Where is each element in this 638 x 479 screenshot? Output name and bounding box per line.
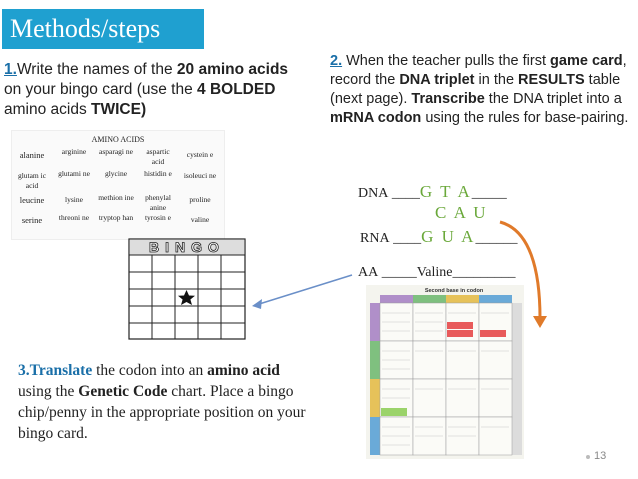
dna-line: DNA ____G T A_____ [358,182,507,202]
page-number: 13 [594,450,607,462]
dna-triplet: G T A [419,182,472,201]
slide-title: Methods/steps [2,9,204,49]
amino-cell: methion ine [98,193,134,202]
free-space-star-icon [178,290,195,305]
step2-part: When the teacher pulls the first [342,53,551,69]
complement-codon: C A U [435,203,488,222]
amino-table-title: AMINO ACIDS [91,135,145,144]
step2-bold: mRNA codon [330,110,422,126]
step2-part: table (next page). [330,72,621,107]
amino-cell: leucine [19,195,45,205]
bingo-to-aa-arrow [255,274,353,306]
amino-cell: threoni ne [58,213,90,222]
code-chart-title: Second base in codon [425,288,484,294]
amino-acid-table: AMINO ACIDS alanine arginine asparagi ne… [11,130,225,240]
step3-part: chart. Place a bingo chip/penny in the a… [18,383,306,442]
amino-cell: phenylal anine [145,193,171,212]
amino-cell: asparagi ne [99,147,133,156]
step1-text: 1.Write the names of the 20 amino acids … [4,60,304,120]
blank: ____ [393,231,422,246]
orange-arrowhead-icon [533,316,547,328]
rna-line: RNA ____G U A______ [360,227,517,247]
step2-number: 2. [330,53,343,69]
amino-cell: isoleuci ne [183,171,217,180]
step2-part: , record the [330,53,627,88]
amino-cell: glutam ic acid [17,171,47,190]
amino-cell: glutami ne [58,169,90,178]
step2-part: the DNA triplet into a [484,91,622,107]
step3-text: 3.Translate the codon into an amino acid… [18,360,308,444]
amino-cell: valine [190,215,210,224]
blank: _____ [381,265,417,280]
amino-cell: proline [189,195,211,204]
amino-cell: arginine [61,147,87,156]
step2-bold: DNA triplet [399,72,475,88]
step2-bold: game card [550,53,623,69]
step3-part: the codon into an [92,362,208,379]
step1-part: Write the names of the [16,61,177,78]
amino-acid-answer: Valine [416,265,453,280]
amino-cell: lysine [65,195,83,204]
genetic-code-chart: Second base in codon [366,285,524,459]
blank: _____ [471,186,507,201]
step1-bold: 4 BOLDED [197,81,276,98]
step1-part: on your bingo card (use the [4,81,198,98]
blank: _________ [452,265,516,280]
step3-number: 3. [18,362,30,379]
step2-part: using the rules for base-pairing. [421,110,629,126]
step3-bold: Genetic Code [78,383,168,400]
blank: ____ [391,186,420,201]
step2-part: in the [474,72,519,88]
amino-cell: tryptop han [98,213,134,222]
aa-line: AA _____Valine_________ [358,265,516,281]
step2-text: 2. When the teacher pulls the first game… [330,52,632,128]
step3-bold: Translate [29,362,93,379]
page-number-bullet [586,455,590,459]
blue-arrowhead-icon [252,299,262,309]
bingo-title: BINGO [149,239,225,255]
complement-line: C A U [435,203,488,223]
amino-cell: tyrosin e [144,213,172,222]
aa-label: AA [358,265,379,280]
amino-cell: alanine [19,150,45,160]
amino-cell: serine [21,215,43,225]
rna-codon: G U A [421,227,476,246]
step2-bold: RESULTS [518,72,585,88]
step3-part: using the [18,383,79,400]
blank: ______ [475,231,518,246]
amino-cell: aspartic acid [146,147,170,166]
step1-bold: 20 amino acids [176,61,289,78]
step1-bold: TWICE) [91,101,147,118]
step1-part: amino acids [4,101,92,118]
amino-cell: histidin e [144,169,172,178]
bingo-card: BINGO [128,238,246,340]
step1-number: 1. [4,61,17,78]
step2-bold: Transcribe [411,91,485,107]
step3-bold: amino acid [207,362,280,379]
amino-cell: glycine [104,169,128,178]
dna-label: DNA [358,186,389,201]
rna-label: RNA [360,231,390,246]
amino-cell: cystein e [186,150,214,159]
